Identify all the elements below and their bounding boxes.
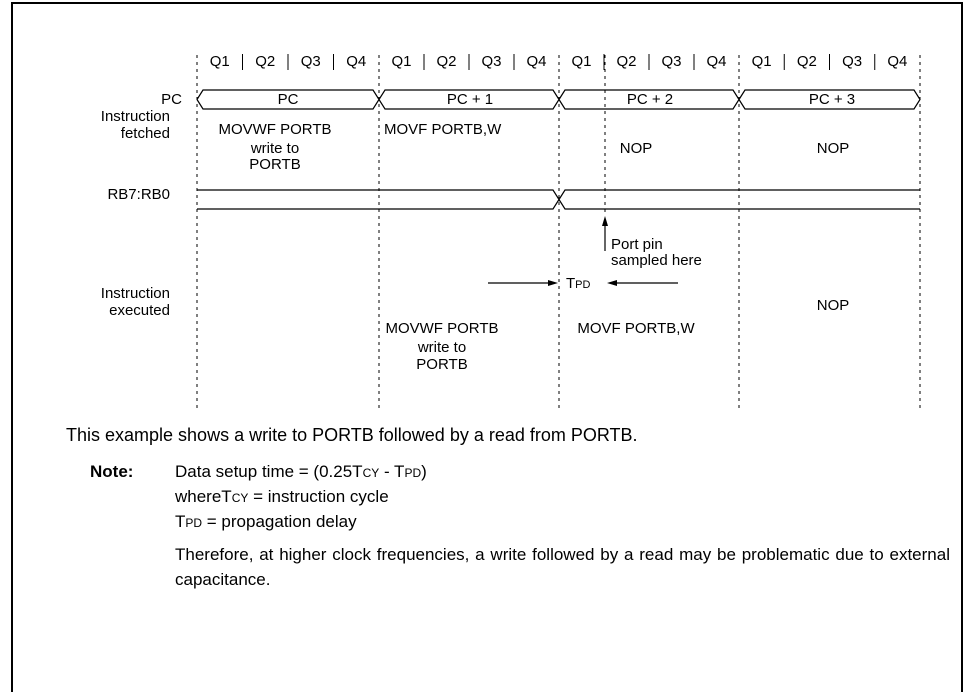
pc-value-1: PC: [278, 91, 299, 108]
diagram-frame: [11, 2, 963, 692]
note-line-tpd: TPD = propagation delay: [175, 512, 357, 531]
rb-bus-segment-before: [197, 189, 560, 210]
instruction-fetched-label-line2: fetched: [121, 125, 170, 142]
pc-bus-segment-4: [738, 89, 921, 110]
executed-instr-3: MOVF PORTB,W: [577, 320, 695, 337]
note-line-setup-time: Data setup time = (0.25TCY - TPD): [175, 462, 427, 481]
phase-label: Q1: [571, 53, 591, 70]
phase-label: Q1: [210, 53, 230, 70]
note-paragraph: Therefore, at higher clock frequencies, …: [175, 545, 950, 589]
phase-label: Q2: [436, 53, 456, 70]
executed-instr-2-line2: write to: [417, 339, 466, 356]
rb-signal-label: RB7:RB0: [107, 186, 170, 203]
note-line-tcy: whereTCY = instruction cycle: [175, 487, 389, 506]
instruction-executed-label-line2: executed: [109, 302, 170, 319]
fetched-instr-1-line3: PORTB: [249, 156, 300, 173]
tpd-left-arrowhead: [548, 280, 558, 286]
cycle-boundary-lines: [196, 55, 921, 410]
port-pin-label-line2: sampled here: [611, 252, 702, 269]
fetched-instr-1-line1: MOVWF PORTB: [218, 121, 331, 138]
executed-instr-2-line1: MOVWF PORTB: [385, 320, 498, 337]
phase-label: Q1: [391, 53, 411, 70]
phase-label: Q2: [255, 53, 275, 70]
note-label: Note:: [90, 462, 134, 481]
phase-label: Q2: [797, 53, 817, 70]
phase-label: Q4: [346, 53, 366, 70]
fetched-instr-1-line2: write to: [250, 140, 299, 157]
instruction-fetched-label-line1: Instruction: [101, 108, 170, 125]
phase-label: Q3: [842, 53, 862, 70]
fetched-instr-2: MOVF PORTB,W: [384, 121, 502, 138]
rb-bus-waveform: [197, 189, 920, 210]
port-pin-label-line1: Port pin: [611, 236, 663, 253]
pc-value-4: PC + 3: [809, 91, 855, 108]
diagram-caption: This example shows a write to PORTB foll…: [66, 425, 638, 445]
phase-labels: Q1 Q2 Q3 Q4 Q1 Q2 Q3 Q4 Q1 Q2 Q3 Q4 Q1 Q2 Q3 Q4: [210, 53, 907, 70]
phase-label: Q1: [752, 53, 772, 70]
pc-value-2: PC + 1: [447, 91, 493, 108]
phase-label: Q4: [526, 53, 546, 70]
phase-label: Q3: [301, 53, 321, 70]
fetched-instr-4: NOP: [817, 140, 850, 157]
phase-label: Q3: [481, 53, 501, 70]
executed-instr-2-line3: PORTB: [416, 356, 467, 373]
pc-signal-label: PC: [161, 91, 182, 108]
pc-bus-waveform: [196, 89, 921, 110]
executed-instr-4: NOP: [817, 297, 850, 314]
pc-value-3: PC + 2: [627, 91, 673, 108]
port-pin-arrowhead: [602, 216, 608, 226]
phase-label: Q4: [706, 53, 726, 70]
phase-label: Q3: [661, 53, 681, 70]
instruction-executed-label-line1: Instruction: [101, 285, 170, 302]
fetched-instr-3: NOP: [620, 140, 653, 157]
rb-bus-segment-after: [558, 189, 920, 210]
phase-label: Q4: [887, 53, 907, 70]
tpd-right-arrowhead: [607, 280, 617, 286]
phase-label: Q2: [616, 53, 636, 70]
tpd-label: TPD: [566, 275, 591, 292]
